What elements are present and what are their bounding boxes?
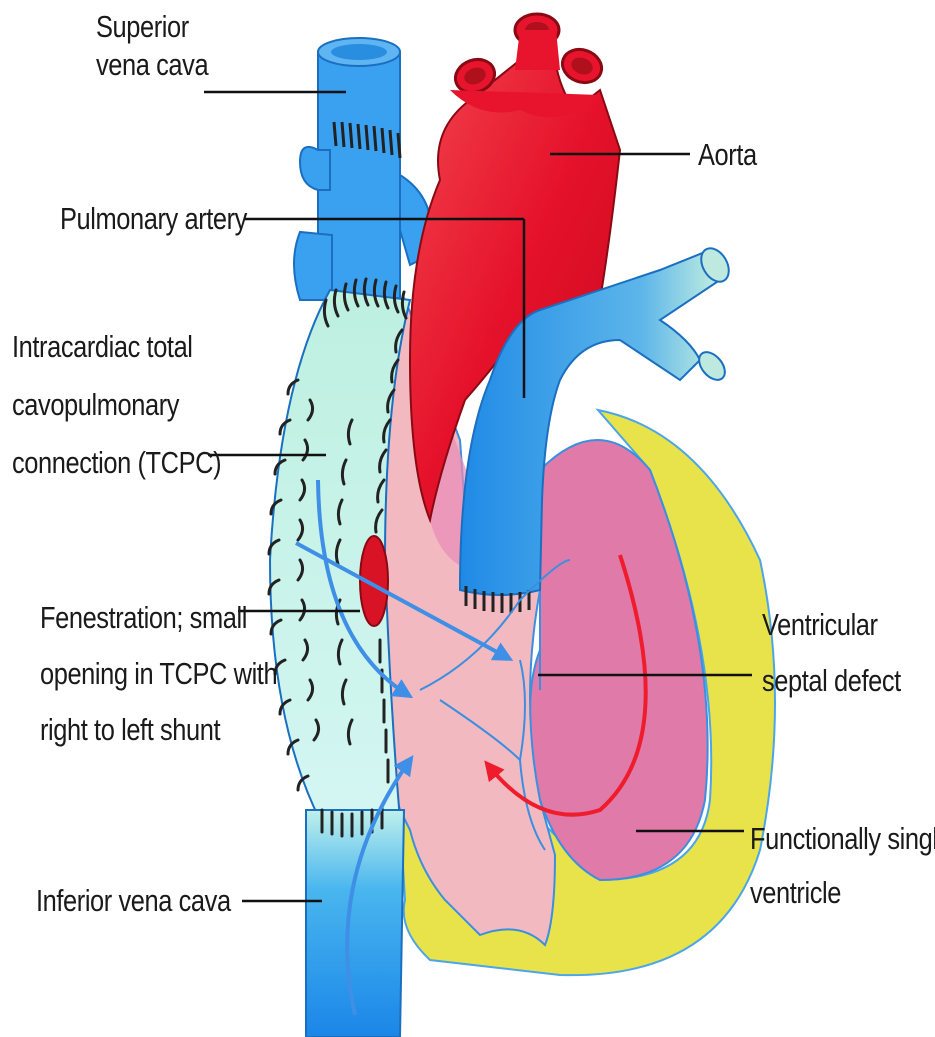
- label-line: ventricle: [750, 866, 935, 920]
- label-aorta: Aorta: [698, 136, 757, 174]
- label-line: Functionally single: [750, 812, 935, 866]
- label-line: Inferior vena cava: [36, 882, 231, 920]
- label-fenestration: Fenestration; small opening in TCPC with…: [40, 590, 277, 758]
- label-line: connection (TCPC): [12, 434, 221, 492]
- label-line: Aorta: [698, 136, 757, 174]
- label-line: right to left shunt: [40, 702, 277, 758]
- label-line: Pulmonary artery: [60, 200, 247, 238]
- label-line: cavopulmonary: [12, 376, 221, 434]
- label-pulmonary-artery: Pulmonary artery: [60, 200, 247, 238]
- label-line: septal defect: [762, 653, 901, 709]
- label-line: vena cava: [96, 46, 208, 84]
- label-single-ventricle: Functionally single ventricle: [750, 812, 935, 920]
- label-tcpc: Intracardiac total cavopulmonary connect…: [12, 318, 221, 492]
- label-line: Ventricular: [762, 597, 901, 653]
- label-line: Superior: [96, 8, 208, 46]
- label-vsd: Ventricular septal defect: [762, 597, 901, 709]
- label-line: Fenestration; small: [40, 590, 277, 646]
- label-line: opening in TCPC with: [40, 646, 277, 702]
- label-superior-vena-cava: Superior vena cava: [96, 8, 208, 84]
- inferior-vena-cava: [306, 810, 404, 1037]
- superior-vena-cava: [294, 38, 432, 300]
- label-line: Intracardiac total: [12, 318, 221, 376]
- label-inferior-vena-cava: Inferior vena cava: [36, 882, 231, 920]
